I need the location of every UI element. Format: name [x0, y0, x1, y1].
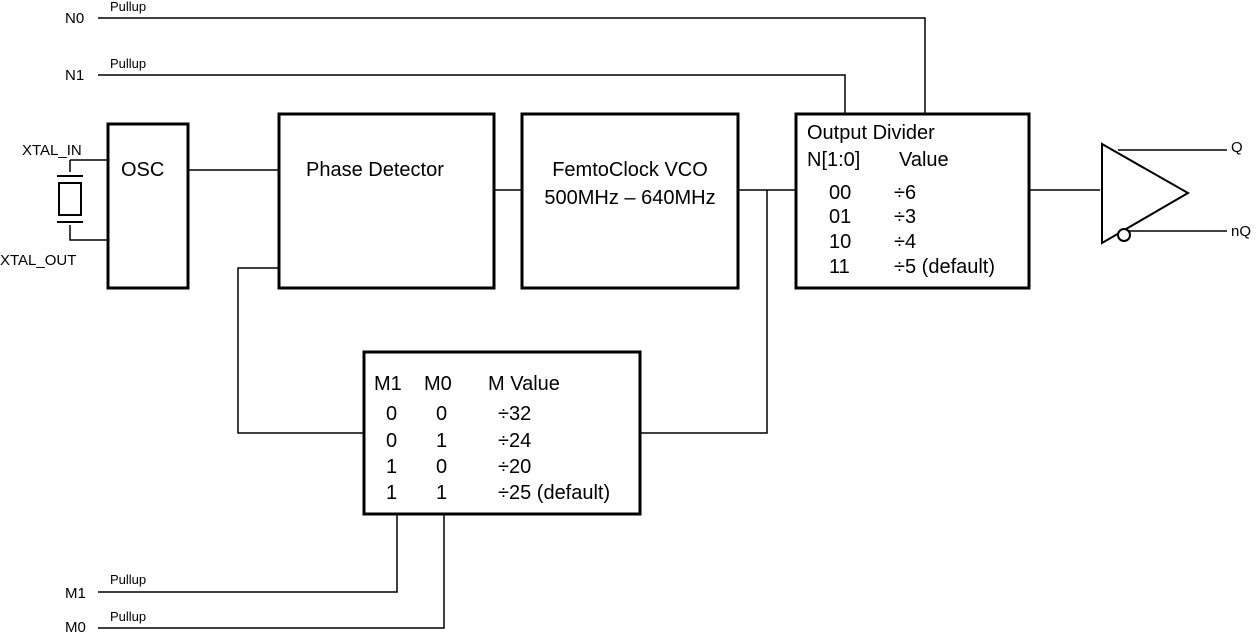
- feedback-wire: [640, 190, 768, 434]
- output-divider-value: ÷6: [894, 182, 916, 204]
- m-divider-m1-header: M1: [374, 373, 402, 395]
- m1-pullup-label: Pullup: [110, 572, 146, 587]
- xtal-out-label: XTAL_OUT: [0, 252, 76, 269]
- output-divider-code: 01: [829, 206, 851, 228]
- m-divider-m0-cell: 0: [436, 456, 447, 478]
- m0-wire: [98, 514, 445, 629]
- xtal-in-wire: [69, 159, 108, 172]
- output-divider-value-header: Value: [899, 149, 949, 171]
- m-divider-m1-cell: 1: [386, 456, 397, 478]
- osc-label: OSC: [121, 159, 164, 181]
- output-divider-title: Output Divider: [807, 122, 935, 144]
- m-divider-m1-cell: 1: [386, 482, 397, 504]
- m-divider-m0-cell: 1: [436, 430, 447, 452]
- output-divider-value: ÷5 (default): [894, 256, 995, 278]
- m-divider-m0-header: M0: [424, 373, 452, 395]
- m-divider-m1-cell: 0: [386, 403, 397, 425]
- m-divider-value-cell: ÷24: [498, 430, 531, 452]
- vco-label-line1: FemtoClock VCO: [552, 159, 708, 181]
- xtal-in-label: XTAL_IN: [22, 142, 82, 159]
- m1-wire: [98, 514, 398, 593]
- m-to-pd-wire: [237, 267, 364, 434]
- m-divider-m1-cell: 0: [386, 430, 397, 452]
- output-buffer-icon: [1101, 142, 1191, 245]
- n0-pullup-label: Pullup: [110, 0, 146, 14]
- m-divider-value-cell: ÷25 (default): [498, 482, 610, 504]
- n1-wire: [98, 74, 846, 114]
- output-divider-block: [794, 112, 1031, 290]
- xtal-out-wire: [69, 225, 108, 241]
- vco-label-line2: 500MHz – 640MHz: [544, 187, 715, 209]
- crystal-icon: [57, 175, 83, 223]
- q-label: Q: [1231, 139, 1243, 156]
- m-divider-value-cell: ÷20: [498, 456, 531, 478]
- output-divider-value: ÷3: [894, 206, 916, 228]
- m1-label: M1: [65, 585, 86, 602]
- phase-detector-block: [277, 112, 496, 290]
- nq-label: nQ: [1231, 223, 1251, 240]
- output-divider-code: 10: [829, 231, 851, 253]
- m0-label: M0: [65, 619, 86, 632]
- m-divider-m0-cell: 0: [436, 403, 447, 425]
- m-divider-m0-cell: 1: [436, 482, 447, 504]
- phase-detector-label: Phase Detector: [306, 159, 444, 181]
- output-divider-code: 11: [829, 256, 850, 278]
- m-divider-block: [362, 350, 642, 516]
- n0-wire: [98, 17, 926, 114]
- n1-label: N1: [65, 67, 84, 84]
- m0-pullup-label: Pullup: [110, 609, 146, 624]
- n1-pullup-label: Pullup: [110, 56, 146, 71]
- m-divider-value-cell: ÷32: [498, 403, 531, 425]
- m-divider-value-header: M Value: [488, 373, 560, 395]
- output-divider-code-header: N[1:0]: [807, 149, 860, 171]
- output-divider-code: 00: [829, 182, 851, 204]
- n0-label: N0: [65, 10, 84, 27]
- output-divider-value: ÷4: [894, 231, 916, 253]
- vco-block: [520, 112, 740, 290]
- osc-block: [106, 122, 190, 290]
